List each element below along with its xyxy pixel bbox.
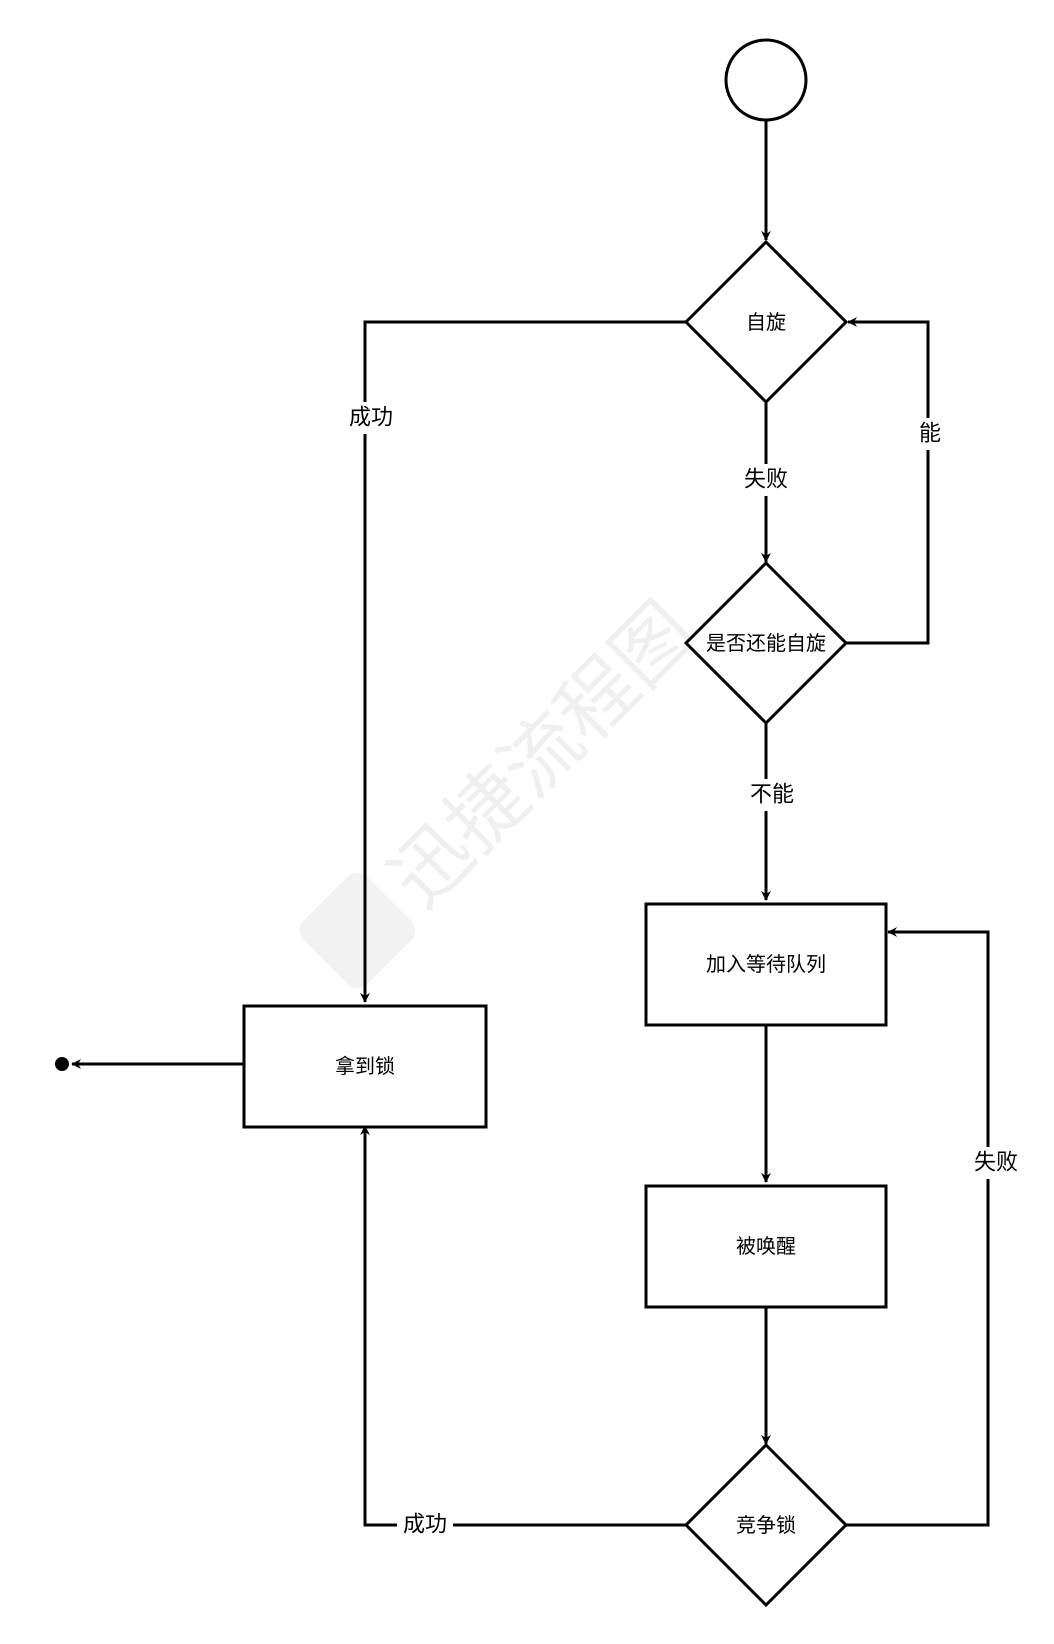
spin-label: 自旋 — [746, 310, 786, 334]
compete-decision: 竞争锁 — [683, 1442, 849, 1608]
acquired-label: 拿到锁 — [335, 1054, 395, 1078]
svg-text:失败: 失败 — [974, 1151, 1018, 1176]
can-spin-label: 是否还能自旋 — [706, 631, 826, 655]
edge-label-can-yes: 能 — [914, 418, 944, 450]
edge-label-compete-fail: 失败 — [968, 1147, 1024, 1179]
edge-spin-success — [360, 320, 687, 1003]
edge-compete-fail — [846, 927, 990, 1527]
watermark-text: 迅捷流程图 — [373, 585, 712, 924]
edge-label-compete-success: 成功 — [397, 1509, 453, 1541]
can-spin-decision: 是否还能自旋 — [683, 560, 849, 726]
edge-label-can-no: 不能 — [746, 779, 798, 811]
enqueue-process: 加入等待队列 — [644, 902, 888, 1027]
enqueue-label: 加入等待队列 — [706, 952, 826, 976]
svg-text:成功: 成功 — [403, 1513, 447, 1538]
start-node — [724, 38, 808, 122]
end-point — [55, 1057, 69, 1071]
compete-label: 竞争锁 — [736, 1513, 796, 1537]
acquired-process: 拿到锁 — [242, 1004, 488, 1129]
svg-text:失败: 失败 — [744, 468, 788, 493]
svg-text:能: 能 — [919, 422, 941, 447]
svg-text:不能: 不能 — [750, 783, 794, 808]
spin-decision: 自旋 — [683, 239, 849, 405]
svg-text:成功: 成功 — [349, 406, 393, 431]
edge-label-spin-success: 成功 — [343, 402, 399, 434]
awakened-label: 被唤醒 — [736, 1234, 796, 1258]
edge-can-yes — [846, 317, 930, 645]
awakened-process: 被唤醒 — [644, 1184, 888, 1309]
edge-label-spin-fail: 失败 — [738, 464, 794, 496]
edge-compete-success — [360, 1125, 687, 1527]
